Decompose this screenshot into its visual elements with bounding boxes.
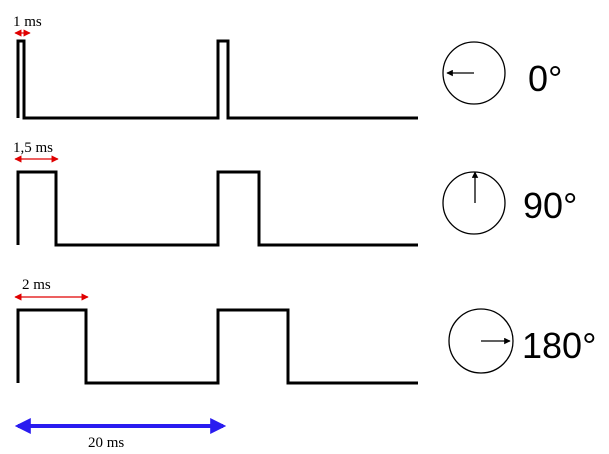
pwm-signal [16, 170, 418, 247]
row-0deg: 1 ms 0° [13, 14, 562, 120]
row-180deg: 2 ms 180° [14, 277, 596, 385]
period-label: 20 ms [88, 435, 124, 451]
pulse-width-label: 1 ms [13, 14, 42, 30]
pwm-signal [16, 39, 418, 120]
pulse-width-label: 2 ms [22, 277, 51, 293]
angle-label: 0° [528, 58, 562, 99]
period-indicator: 20 ms [14, 418, 227, 451]
pwm-signal [16, 308, 418, 385]
angle-label: 180° [522, 325, 596, 366]
row-90deg: 1,5 ms 90° [13, 140, 577, 247]
servo-dial [442, 171, 506, 235]
angle-label: 90° [523, 185, 577, 226]
pulse-width-label: 1,5 ms [13, 140, 53, 156]
